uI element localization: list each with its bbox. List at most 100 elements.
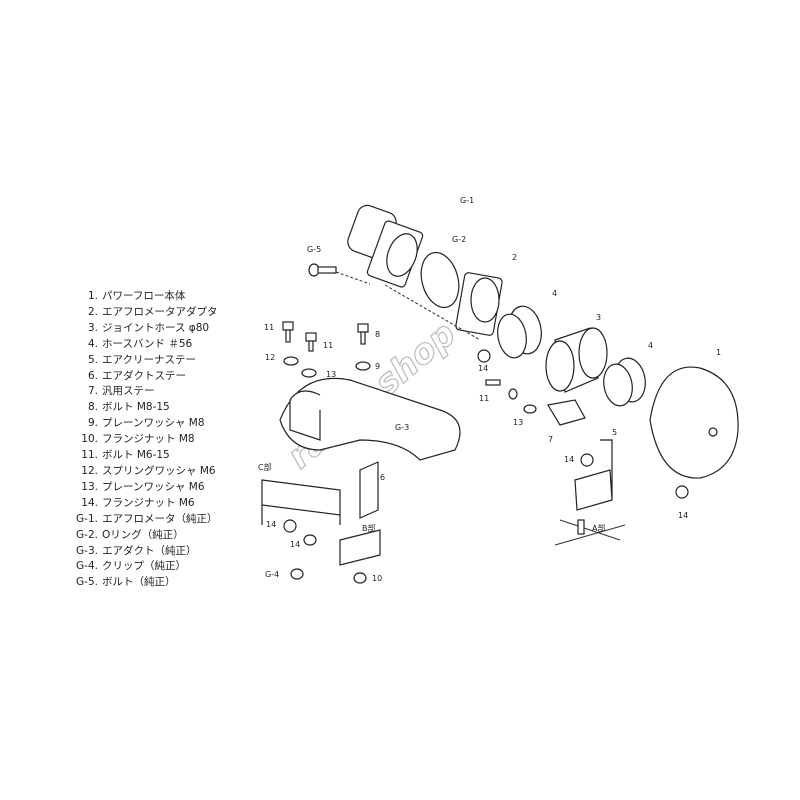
- part-number: 5.: [87, 353, 98, 366]
- part-number: 3.: [87, 321, 98, 334]
- air-flow-meter-adapter: [455, 272, 503, 336]
- callout-b-part: B部: [362, 523, 376, 533]
- part-name: フランジナット M8: [102, 433, 195, 446]
- callout-c-part: C部: [258, 462, 272, 472]
- hose-band: [497, 305, 542, 359]
- part-name: ジョイントホース φ80: [102, 321, 210, 334]
- callout-13: 13: [326, 370, 336, 379]
- part-name: クリップ（純正）: [102, 560, 186, 573]
- power-flow-filter: [649, 366, 739, 479]
- air-duct: [279, 377, 461, 461]
- parts-list-item: 14. フランジナット M6: [72, 496, 218, 512]
- callout-g5: G-5: [307, 245, 321, 254]
- part-number: 7.: [87, 385, 98, 398]
- bracket-c: [261, 479, 341, 525]
- callout-g1: G-1: [460, 196, 474, 205]
- oem-bolt: [308, 263, 337, 277]
- part-number: 1.: [87, 290, 98, 302]
- parts-list-item: G-5. ボルト（純正）: [72, 575, 218, 591]
- fasteners: [282, 321, 689, 584]
- part-name: ボルト M8-15: [102, 401, 170, 414]
- callout-8: 8: [375, 330, 380, 339]
- callout-a-part: A部: [592, 523, 605, 533]
- callout-13: 13: [513, 418, 523, 427]
- callout-5: 5: [612, 428, 617, 437]
- callout-12: 12: [265, 353, 275, 362]
- joint-hose: [545, 327, 608, 393]
- parts-list-item: 1. パワーフロー本体: [72, 289, 218, 305]
- parts-list-item: 13. プレーンワッシャ M6: [72, 480, 218, 496]
- callout-g3: G-3: [395, 423, 409, 432]
- callout-3: 3: [596, 313, 601, 322]
- part-name: エアクリーナステー: [102, 353, 196, 366]
- part-name: パワーフロー本体: [102, 290, 186, 302]
- part-number: 11.: [81, 449, 98, 462]
- parts-list-item: 11. ボルト M6-15: [72, 448, 218, 464]
- callout-1: 1: [716, 348, 721, 357]
- callout-2: 2: [512, 253, 517, 262]
- part-name: フランジナット M6: [102, 496, 195, 509]
- part-number: 9.: [87, 417, 98, 430]
- hose-band: [603, 357, 646, 407]
- parts-list-item: G-4.クリップ（純正）: [72, 559, 218, 575]
- bracket-b: [339, 529, 381, 566]
- callout-11: 11: [479, 394, 489, 403]
- callout-g4: G-4: [265, 570, 279, 579]
- callout-4: 4: [552, 289, 557, 298]
- part-name: プレーンワッシャ M8: [102, 417, 205, 430]
- callout-g2: G-2: [452, 235, 466, 244]
- parts-list-item: G-3. エアダクト（純正）: [72, 544, 218, 560]
- part-number: 8.: [87, 401, 98, 414]
- part-number: 2.: [87, 305, 98, 318]
- bracket-5: [574, 439, 613, 511]
- part-number: 14.: [81, 496, 98, 509]
- part-name: プレーンワッシャ M6: [102, 480, 205, 493]
- parts-list-item: 4. ホースバンド ＃56: [72, 337, 218, 353]
- part-name: ボルト M6-15: [102, 449, 170, 462]
- callout-14: 14: [564, 455, 574, 464]
- part-number: 4.: [87, 337, 98, 350]
- part-name: エアダクト（純正）: [102, 544, 197, 557]
- part-number: G-2.: [76, 528, 98, 541]
- part-number: 13.: [81, 480, 98, 493]
- callout-14: 14: [290, 540, 300, 549]
- part-number: G-1.: [76, 512, 98, 525]
- parts-list-item: 8. ボルト M8-15: [72, 400, 218, 416]
- stay-7: [547, 399, 586, 426]
- parts-list-item: 6. エアダクトステー: [72, 369, 218, 385]
- part-name: ボルト（純正）: [102, 576, 176, 589]
- callout-11: 11: [323, 341, 333, 350]
- parts-list-item: 5. エアクリーナステー: [72, 353, 218, 369]
- callout-10: 10: [372, 574, 382, 583]
- o-ring: [420, 251, 460, 309]
- callout-14: 14: [266, 520, 276, 529]
- part-name: エアフロメータアダプタ: [102, 305, 218, 318]
- part-name: 汎用ステー: [102, 385, 155, 398]
- callout-7: 7: [548, 435, 553, 444]
- parts-list-item: 9. プレーンワッシャ M8: [72, 416, 218, 432]
- callout-4: 4: [648, 341, 653, 350]
- parts-list: 1. パワーフロー本体 2. エアフロメータアダプタ 3. ジョイントホース φ80 4. ホ…: [72, 289, 218, 591]
- part-name: ホースバンド ＃56: [102, 337, 193, 350]
- part-name: Oリング（純正）: [102, 528, 184, 541]
- parts-list-item: 10. フランジナット M8: [72, 432, 218, 448]
- part-name: スプリングワッシャ M6: [102, 464, 216, 477]
- bracket-6: [359, 461, 379, 519]
- callout-9: 9: [375, 362, 380, 371]
- duct-handle: [289, 400, 321, 441]
- part-name: エアダクトステー: [102, 369, 186, 382]
- callout-14: 14: [678, 511, 688, 520]
- parts-list-item: 3. ジョイントホース φ80: [72, 321, 218, 337]
- part-name: エアフロメータ（純正）: [102, 512, 218, 525]
- part-number: 10.: [81, 433, 98, 446]
- parts-list-item: 2. エアフロメータアダプタ: [72, 305, 218, 321]
- part-number: G-5.: [76, 576, 98, 589]
- parts-list-item: 12. スプリングワッシャ M6: [72, 464, 218, 480]
- parts-list-item: G-2. Oリング（純正）: [72, 528, 218, 544]
- part-number: 6.: [87, 369, 98, 382]
- part-number: G-3.: [76, 544, 98, 557]
- air-flow-meter: [347, 204, 424, 288]
- parts-list-item: 7. 汎用ステー: [72, 384, 218, 400]
- part-number: 12.: [81, 464, 98, 477]
